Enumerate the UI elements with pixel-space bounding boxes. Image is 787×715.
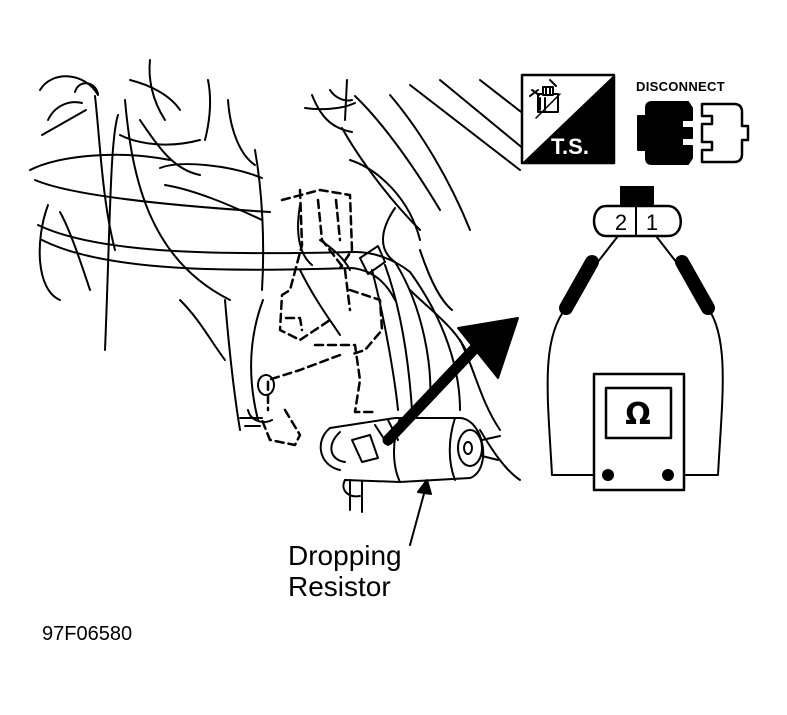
pin-2-label: 2 xyxy=(615,210,627,235)
ts-label: T.S. xyxy=(551,134,589,159)
connector-terminal xyxy=(592,186,682,238)
ohmmeter-test-leads xyxy=(546,235,724,476)
callout-line-1: Dropping xyxy=(288,540,402,571)
dropping-resistor xyxy=(319,417,501,513)
ts-test-icon xyxy=(520,73,616,165)
small-connector-sketch xyxy=(239,374,275,427)
figure-id: 97F06580 xyxy=(42,623,133,645)
location-arrow xyxy=(382,317,519,446)
engine-bay-lineart xyxy=(29,59,526,481)
pin-1-label: 1 xyxy=(646,210,658,235)
ohmmeter-icon xyxy=(592,372,686,492)
disconnect-label: DISCONNECT xyxy=(636,79,725,94)
wiring-harness xyxy=(37,224,461,411)
connector-disconnect-icon xyxy=(637,101,750,165)
ohm-symbol: Ω xyxy=(625,397,651,432)
hidden-component-outline xyxy=(260,188,384,447)
callout-leader-arrow xyxy=(409,479,432,546)
dropping-resistor-callout: Dropping Resistor xyxy=(288,540,402,602)
callout-line-2: Resistor xyxy=(288,571,391,602)
